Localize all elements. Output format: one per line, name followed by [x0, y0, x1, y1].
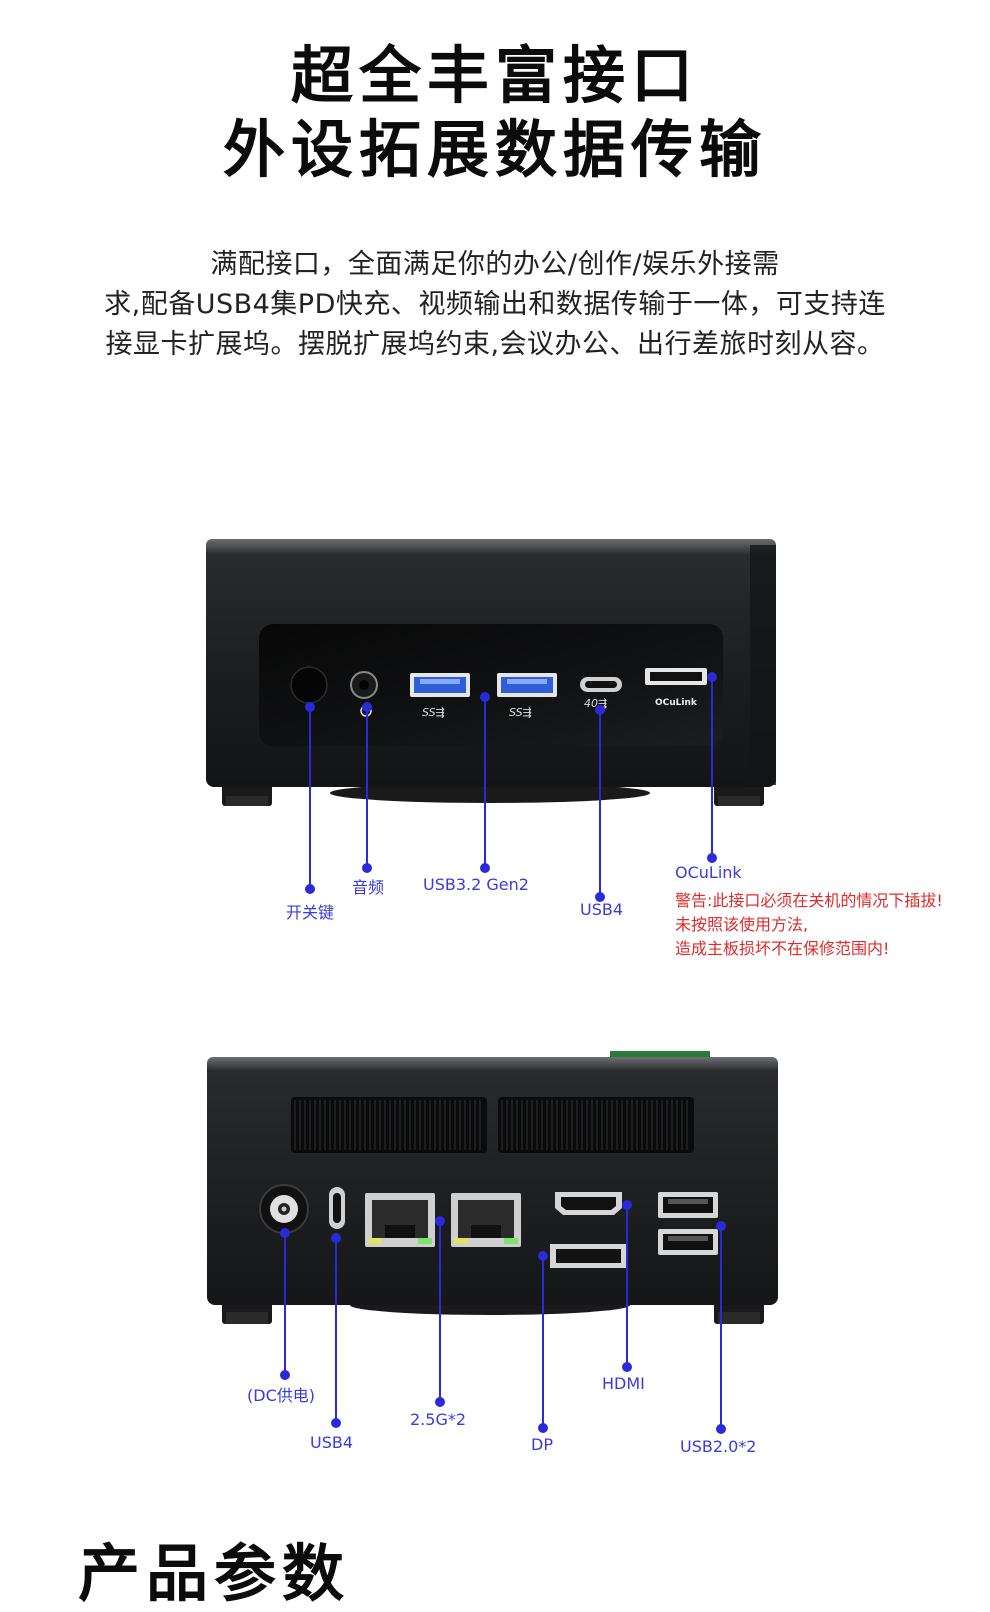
oculink-port-print: OCuLink	[655, 698, 698, 708]
oculink-warning-line-1: 警告:此接口必须在关机的情况下插拔!	[675, 891, 943, 910]
headline-line-1: 超全丰富接口	[290, 39, 699, 112]
superspeed-icon: SS⇶	[422, 706, 445, 719]
lan-port-2	[451, 1193, 521, 1247]
usb-c-port-front: 40⇶	[580, 677, 622, 710]
callout-usb20: USB2.0*2	[680, 1437, 757, 1456]
callout-lan: 2.5G*2	[410, 1410, 467, 1429]
callout-usb4-front: USB4	[580, 900, 624, 919]
intro-line-3: 接显卡扩展坞。摆脱扩展坞约束,会议办公、出行差旅时刻从容。	[105, 329, 885, 360]
rear-panel-illustration	[207, 1051, 778, 1434]
front-leader-lines	[305, 672, 717, 902]
front-panel-illustration: SS⇶ SS⇶ 40⇶ OCuLink	[206, 539, 776, 902]
callout-dp: DP	[531, 1435, 553, 1454]
dc-jack	[259, 1184, 309, 1234]
usb3-port-1: SS⇶	[410, 673, 470, 719]
callout-dc-power: (DC供电)	[247, 1386, 315, 1405]
callout-audio: 音频	[352, 878, 385, 897]
oculink-warning-line-3: 造成主板损坏不在保修范围内!	[675, 939, 890, 958]
callout-power-button: 开关键	[286, 903, 335, 922]
oculink-port: OCuLink	[645, 668, 707, 708]
power-button	[290, 666, 328, 704]
front-feet	[222, 784, 764, 806]
oculink-warning-line-2: 未按照该使用方法,	[675, 915, 809, 934]
hdmi-port	[555, 1192, 622, 1215]
usb2-port-1	[658, 1192, 718, 1218]
superspeed-icon: SS⇶	[509, 706, 532, 719]
callout-oculink: OCuLink	[675, 863, 742, 882]
next-section-heading: 产品参数	[78, 1537, 351, 1610]
usb-c-port-rear	[329, 1187, 345, 1229]
callout-usb32: USB3.2 Gen2	[423, 875, 529, 894]
lan-port-1	[365, 1193, 435, 1247]
rear-green-tab	[610, 1051, 710, 1059]
callout-usb4-rear: USB4	[310, 1433, 354, 1452]
displayport-port	[550, 1244, 627, 1268]
device-shadow	[330, 783, 650, 803]
headline-line-2: 外设拓展数据传输	[222, 113, 767, 186]
callout-hdmi: HDMI	[602, 1374, 645, 1393]
rear-leader-lines	[280, 1200, 726, 1434]
rear-chassis	[207, 1057, 778, 1305]
intro-line-1: 满配接口，全面满足你的办公/创作/娱乐外接需	[210, 249, 780, 280]
usb2-port-2	[658, 1229, 718, 1255]
front-chassis-top-edge	[206, 539, 776, 555]
usb3-port-2: SS⇶	[497, 673, 557, 719]
front-io-panel	[259, 624, 723, 746]
intro-line-2: 求,配备USB4集PD快充、视频输出和数据传输于一体，可支持连	[104, 289, 886, 320]
